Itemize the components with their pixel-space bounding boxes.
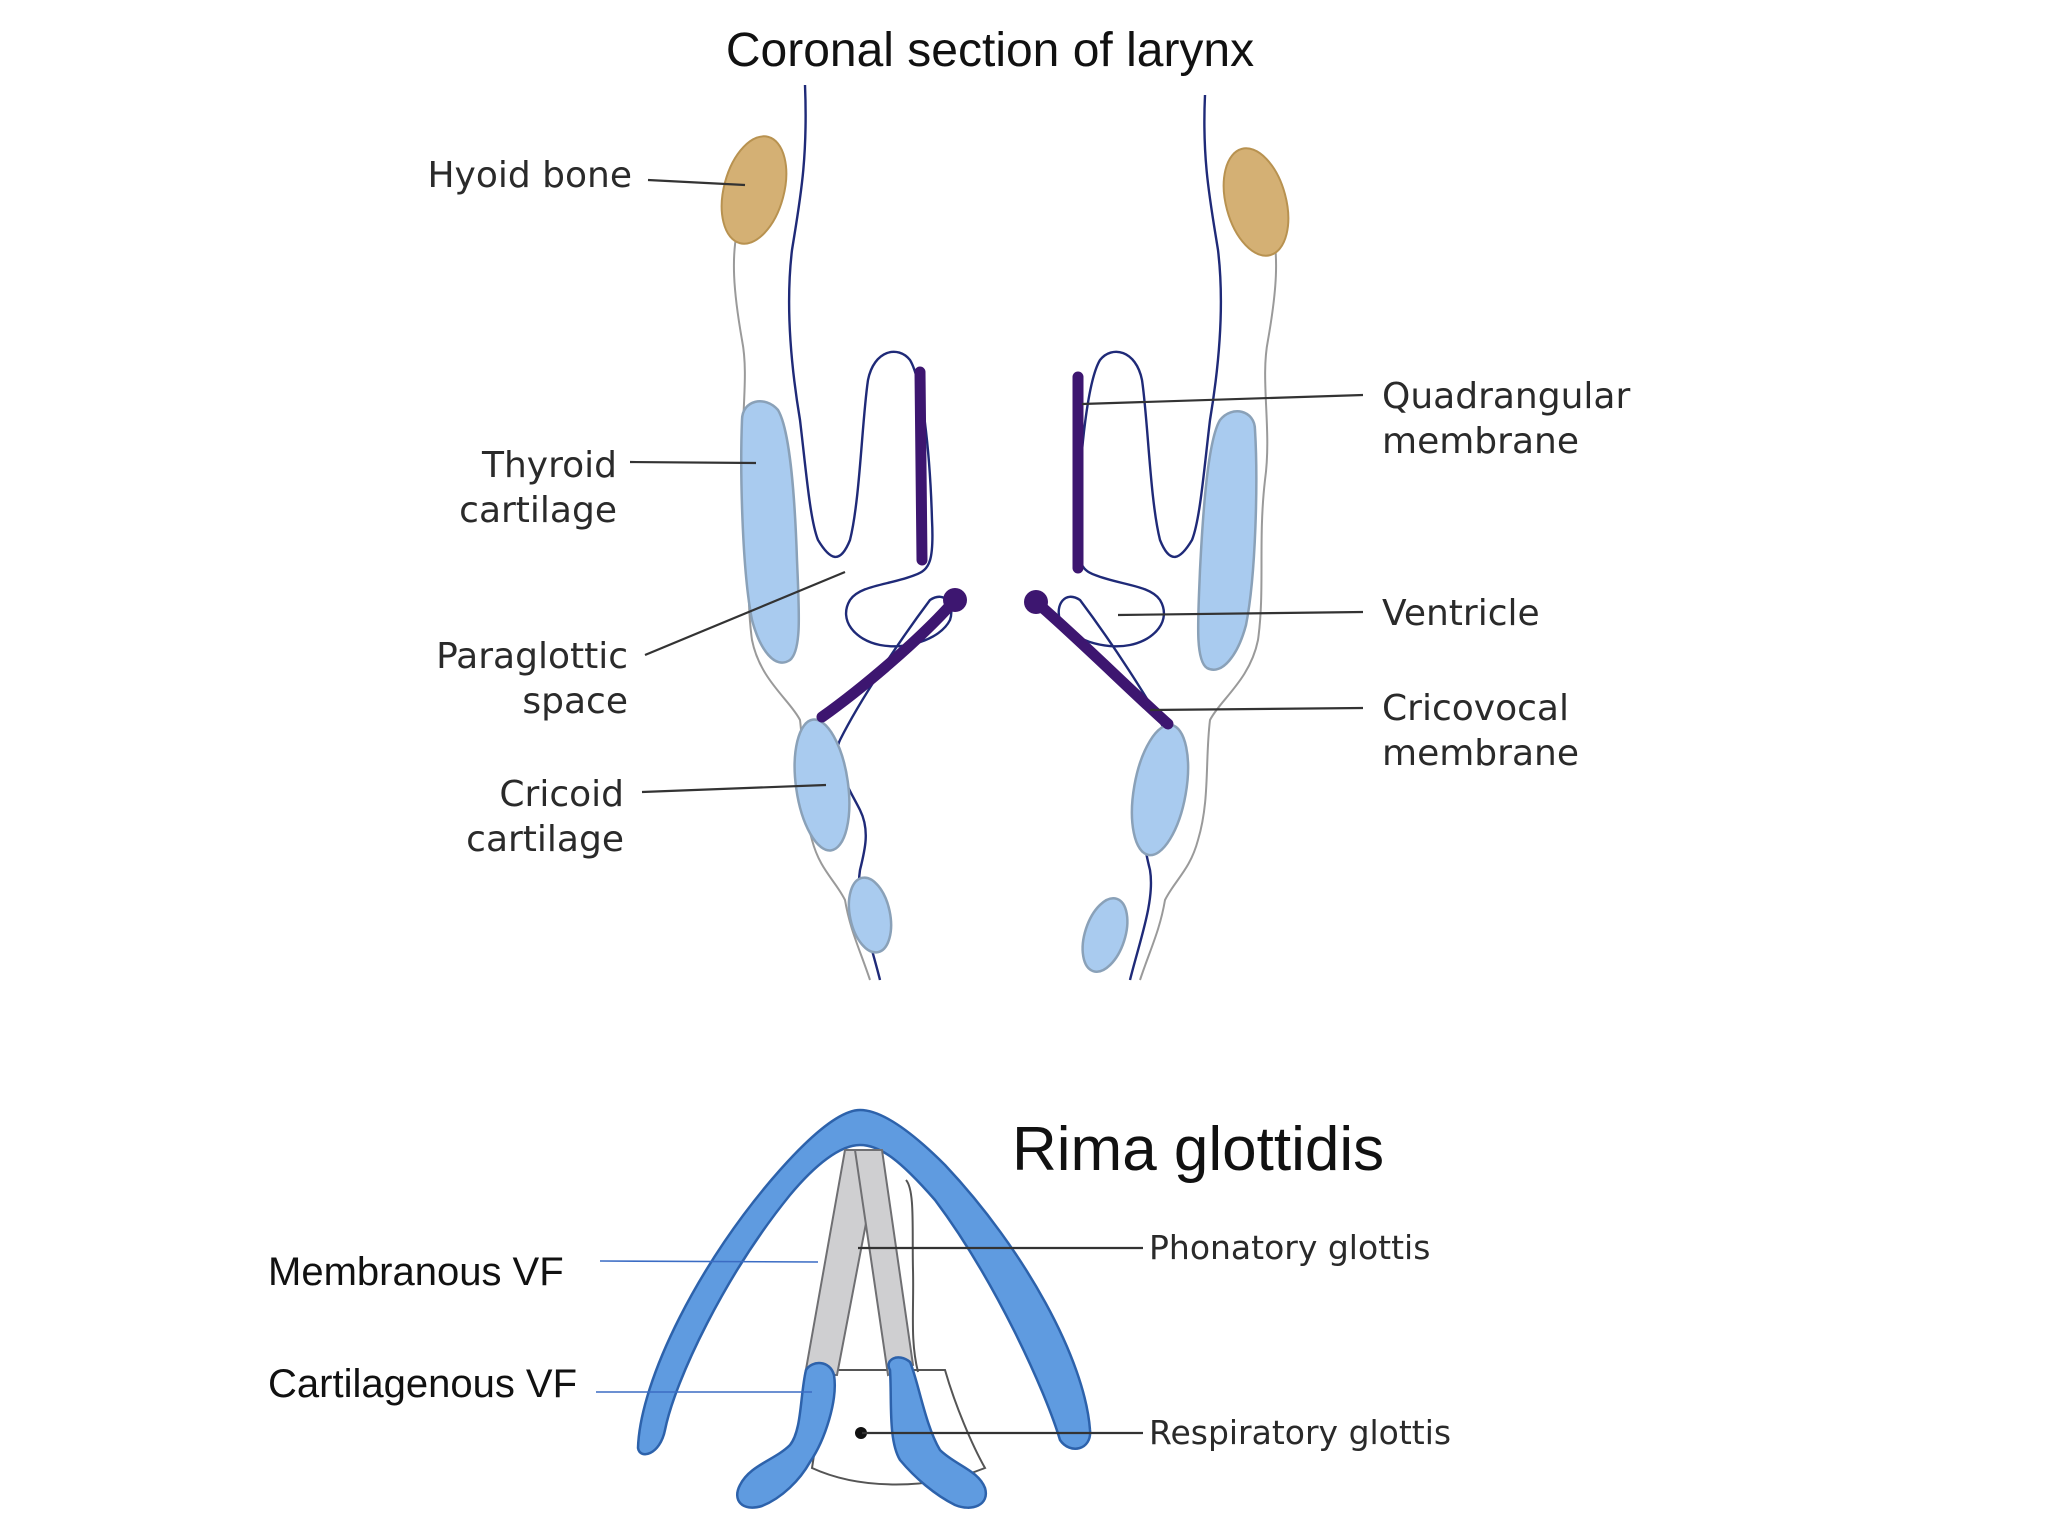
right-membranous-vocal-fold [853, 1149, 915, 1377]
coronal-section: Coronal section of larynx [427, 24, 1630, 981]
rima-cartilage-arch [636, 1108, 1092, 1456]
label-membranous-vf: Membranous VF [268, 1250, 564, 1294]
label-quadrangular-line1: Quadrangular [1382, 376, 1630, 417]
leader-membranous-vf [599, 1260, 819, 1263]
label-cricoid-line2: cartilage [466, 819, 624, 860]
right-arytenoid-cartilage [887, 1356, 988, 1509]
label-hyoid-bone: Hyoid bone [427, 155, 632, 196]
label-cricovocal-line2: membrane [1382, 733, 1579, 774]
label-cartilagenous-vf: Cartilagenous VF [268, 1362, 577, 1406]
left-outer-wall [732, 214, 871, 981]
phonatory-glottis-outline [905, 1179, 919, 1373]
label-quadrangular-line2: membrane [1382, 421, 1579, 462]
leader-paraglottic [644, 570, 846, 657]
right-hyoid-bone-shape [1222, 147, 1290, 257]
left-arytenoid-cartilage [736, 1361, 836, 1509]
label-paraglottic-line2: space [522, 681, 628, 722]
coronal-title: Coronal section of larynx [726, 24, 1254, 77]
leader-hyoid [647, 178, 746, 187]
label-thyroid-line1: Thyroid [481, 445, 617, 486]
label-ventricle: Ventricle [1382, 593, 1540, 634]
leader-quadrangular [1081, 393, 1364, 406]
label-thyroid-line2: cartilage [459, 490, 617, 531]
leader-cricovocal [1149, 706, 1364, 712]
left-mucosa-outline [788, 84, 953, 981]
left-tracheal-ring-shape [847, 876, 893, 954]
label-paraglottic-line1: Paraglottic [436, 636, 628, 677]
label-cricovocal-line1: Cricovocal [1382, 688, 1569, 729]
leader-thyroid [629, 460, 757, 465]
left-cricovocal-membrane-shape [816, 594, 961, 723]
right-thyroid-cartilage-shape [1196, 410, 1258, 671]
label-respiratory-glottis: Respiratory glottis [1149, 1413, 1451, 1452]
right-cricovocal-membrane-shape [1030, 596, 1174, 730]
rima-title: Rima glottidis [1012, 1115, 1384, 1184]
label-phonatory-glottis: Phonatory glottis [1149, 1228, 1430, 1267]
left-quadrangular-membrane-shape [914, 366, 928, 566]
left-vocal-ligament-dot [943, 588, 967, 612]
left-hyoid-bone-shape [720, 135, 788, 245]
leader-ventricle [1117, 610, 1364, 617]
rima-glottidis-section: Rima glottidis Membranous VF Cartilageno… [268, 1108, 1451, 1509]
respiratory-glottis-dot [855, 1427, 867, 1439]
right-tracheal-ring-shape [1081, 897, 1129, 973]
right-vocal-ligament-dot [1024, 590, 1048, 614]
right-cricoid-cartilage-shape [1130, 723, 1190, 857]
leader-cricoid [641, 783, 827, 794]
label-cricoid-line1: Cricoid [499, 774, 624, 815]
right-outer-wall [1139, 214, 1278, 981]
